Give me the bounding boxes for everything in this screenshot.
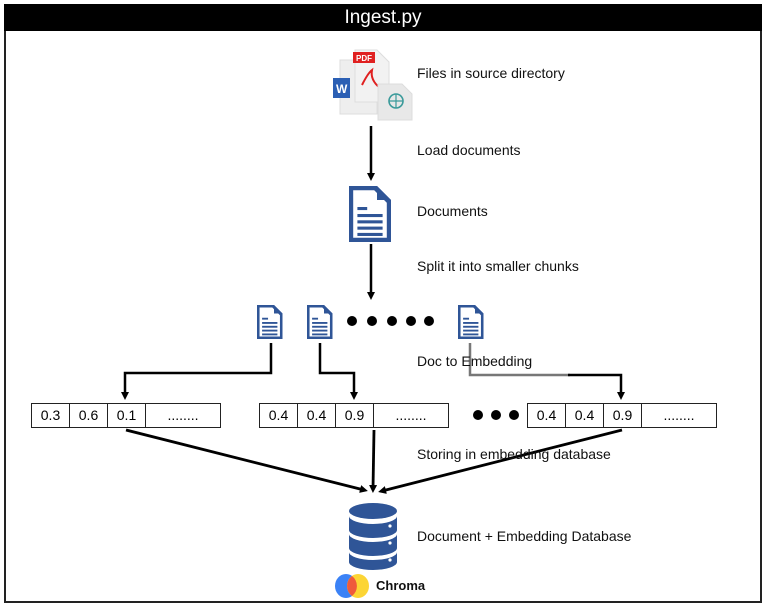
vector-cell: 0.6 bbox=[70, 404, 108, 427]
word-icon bbox=[333, 78, 350, 98]
pdf-icon bbox=[353, 52, 375, 63]
vector-cell: 0.3 bbox=[32, 404, 70, 427]
step-split-label: Split it into smaller chunks bbox=[417, 258, 579, 274]
embed-connector bbox=[318, 343, 358, 400]
step-load-label: Load documents bbox=[417, 142, 521, 158]
step-files-label: Files in source directory bbox=[417, 65, 565, 81]
vector-cell: 0.4 bbox=[298, 404, 336, 427]
chroma-label: Chroma bbox=[376, 578, 426, 593]
vector-cell: 0.4 bbox=[260, 404, 298, 427]
step-database-label: Document + Embedding Database bbox=[417, 528, 632, 544]
pdf-label: PDF bbox=[356, 54, 372, 63]
step-embed-label: Doc to Embedding bbox=[417, 353, 533, 369]
vector-cell-ellipsis: ........ bbox=[167, 407, 199, 423]
diagram-title: Ingest.py bbox=[4, 4, 762, 31]
vector-cell: 0.1 bbox=[108, 404, 146, 427]
ellipsis-dots bbox=[347, 316, 434, 326]
store-arrow bbox=[125, 428, 368, 493]
embedding-vector: 0.4 0.4 0.9 ........ bbox=[527, 403, 717, 428]
embed-connector bbox=[121, 343, 273, 400]
chunk-doc-icon bbox=[307, 305, 333, 339]
embedding-vector: 0.4 0.4 0.9 ........ bbox=[259, 403, 449, 428]
store-arrow bbox=[369, 429, 378, 493]
source-files-icon: PDF W bbox=[333, 49, 413, 121]
vector-ellipsis-dots bbox=[473, 410, 519, 420]
vector-cell-ellipsis: ........ bbox=[395, 407, 427, 423]
embedding-vector: 0.3 0.6 0.1 ........ bbox=[31, 403, 221, 428]
embed-connector bbox=[468, 343, 570, 377]
chunk-doc-icon bbox=[458, 305, 484, 339]
chroma-logo-icon bbox=[335, 574, 369, 598]
database-icon bbox=[349, 503, 397, 570]
vector-cell: 0.9 bbox=[336, 404, 374, 427]
word-label: W bbox=[336, 82, 348, 96]
store-arrow bbox=[378, 428, 623, 494]
vector-cell: 0.4 bbox=[566, 404, 604, 427]
chunk-doc-icon bbox=[257, 305, 283, 339]
vector-cell: 0.4 bbox=[528, 404, 566, 427]
vector-cell: 0.9 bbox=[604, 404, 642, 427]
step-documents-label: Documents bbox=[417, 203, 488, 219]
step-store-label: Storing in embedding database bbox=[417, 446, 611, 462]
vector-cell-ellipsis: ........ bbox=[663, 407, 695, 423]
document-icon bbox=[349, 186, 391, 242]
